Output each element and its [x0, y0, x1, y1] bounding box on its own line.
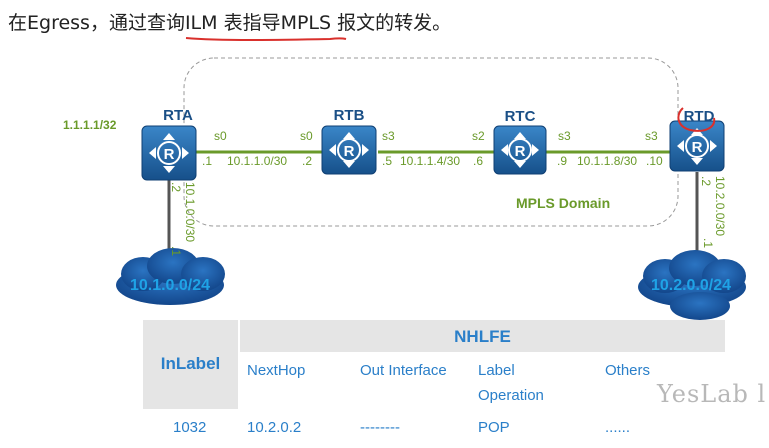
if-rtb-s3: s3 — [382, 129, 395, 143]
row-nexthop: 10.2.0.2 — [247, 419, 302, 436]
host-cloud-right: .1 — [701, 238, 715, 248]
router-name-rta: RTA — [163, 107, 193, 124]
router-rta[interactable]: R — [141, 125, 197, 181]
inlabel-header-cell — [143, 320, 238, 409]
if-rta-s0: s0 — [214, 129, 227, 143]
host-rtc-cd: .9 — [557, 154, 567, 168]
rta-loopback-address: 1.1.1.1/32 — [63, 118, 117, 132]
col-nexthop: NextHop — [247, 362, 306, 379]
mpls-domain-label: MPLS Domain — [516, 195, 610, 211]
col-out-interface: Out Interface — [360, 362, 447, 379]
row-out-interface: -------- — [360, 419, 400, 436]
host-rtb-ab: .2 — [302, 154, 312, 168]
if-rtc-s3: s3 — [558, 129, 571, 143]
router-icon-letter: R — [515, 143, 526, 160]
if-rtb-s0: s0 — [300, 129, 313, 143]
net-cd: 10.1.1.8/30 — [577, 154, 637, 168]
router-rtb[interactable]: R — [321, 125, 377, 175]
host-rta-down: .2 — [169, 182, 183, 192]
row-others: ...... — [605, 419, 631, 436]
router-name-rtd: RTD — [684, 108, 715, 125]
host-rta-ab: .1 — [202, 154, 212, 168]
row-inlabel: 1032 — [173, 419, 207, 436]
router-icon-letter: R — [692, 139, 703, 156]
watermark: YesLab l — [657, 380, 767, 408]
row-label-operation: POP — [478, 419, 510, 436]
slide-title: 在Egress，通过查询ILM 表指导MPLS 报文的转发。 — [8, 12, 452, 34]
router-rtd[interactable]: R — [669, 120, 725, 172]
router-icon-letter: R — [344, 143, 355, 160]
inlabel-header: InLabel — [160, 354, 221, 373]
cloud-right — [638, 250, 746, 320]
if-rtc-s2: s2 — [472, 129, 485, 143]
nhlfe-header: NHLFE — [454, 327, 511, 346]
router-icon-letter: R — [164, 146, 175, 163]
col-operation: Operation — [478, 387, 544, 404]
host-cloud-left: .1 — [169, 246, 183, 256]
col-label: Label — [478, 362, 515, 379]
if-rtd-s3: s3 — [645, 129, 658, 143]
cloud-left — [116, 248, 225, 305]
router-rtc[interactable]: R — [493, 125, 547, 175]
host-rtb-bc: .5 — [382, 154, 392, 168]
router-name-rtb: RTB — [334, 107, 365, 124]
net-bc: 10.1.1.4/30 — [400, 154, 460, 168]
net-ab: 10.1.1.0/30 — [227, 154, 287, 168]
cloud-left-label: 10.1.0.0/24 — [130, 277, 210, 294]
nhlfe-header-cell — [240, 320, 725, 352]
annotation-circle — [677, 107, 716, 132]
net-a-down: 10.1.0.0/30 — [183, 182, 197, 242]
cloud-right-label: 10.2.0.0/24 — [651, 277, 731, 294]
col-others: Others — [605, 362, 651, 379]
net-d-down: 10.2.0.0/30 — [713, 176, 727, 236]
host-rtc-bc: .6 — [473, 154, 483, 168]
host-rtd-down: .2 — [699, 176, 713, 186]
annotation-underline — [185, 37, 347, 41]
router-name-rtc: RTC — [505, 108, 536, 125]
host-rtd-cd: .10 — [646, 154, 663, 168]
